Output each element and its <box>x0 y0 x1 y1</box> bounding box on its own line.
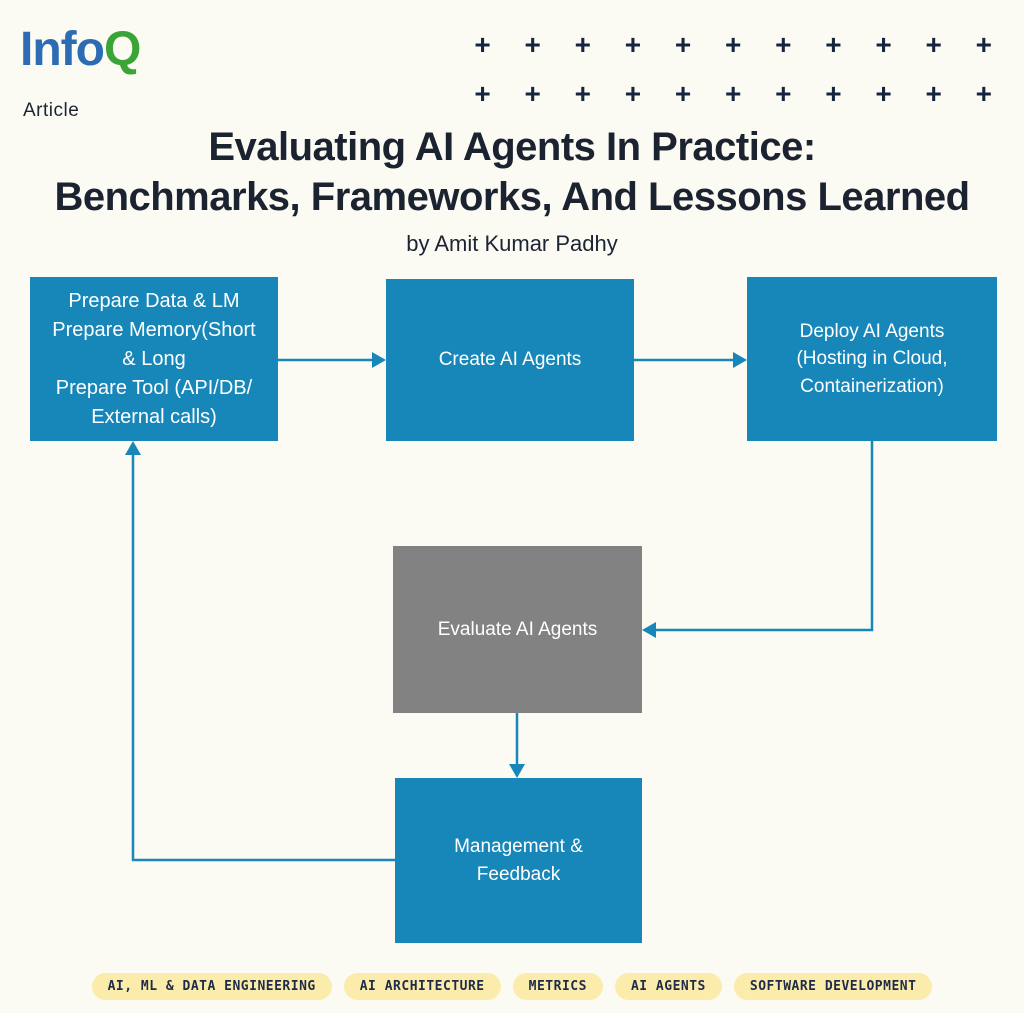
arrowhead-right-1 <box>372 352 386 368</box>
tag-ai-agents[interactable]: AI AGENTS <box>614 973 722 1000</box>
node-manage-label: Management & Feedback <box>454 835 583 885</box>
plus-row-1: + + + + + + + + + + + <box>474 29 992 60</box>
arrowhead-up <box>125 441 141 455</box>
node-evaluate-ai-agents: Evaluate AI Agents <box>393 546 642 713</box>
article-kicker: Article <box>23 100 80 121</box>
infoq-logo-info: Info <box>20 23 105 76</box>
plus-decoration: + + + + + + + + + + + + + + + + + + + + … <box>474 20 992 118</box>
arrowhead-down <box>509 764 525 778</box>
arrowhead-left <box>642 622 656 638</box>
plus-row-2: + + + + + + + + + + + <box>474 78 992 109</box>
node-prepare-label: Prepare Data & LM Prepare Memory(Short &… <box>52 289 256 428</box>
node-create-label: Create AI Agents <box>438 349 582 371</box>
author-byline: by Amit Kumar Padhy <box>406 231 618 256</box>
page-title-line2: Benchmarks, Frameworks, And Lessons Lear… <box>54 175 970 219</box>
infoq-logo[interactable]: InfoQ <box>20 23 141 76</box>
infoq-logo-q: Q <box>103 23 141 76</box>
topic-tags: AI, ML & DATA ENGINEERING AI ARCHITECTUR… <box>0 973 1024 1000</box>
node-deploy-label: Deploy AI Agents (Hosting in Cloud, Cont… <box>796 320 948 397</box>
node-create-ai-agents: Create AI Agents <box>386 279 634 441</box>
arrow-manage-to-prepare <box>131 455 395 862</box>
node-management-feedback: Management & Feedback <box>395 778 642 943</box>
arrowhead-right-2 <box>733 352 747 368</box>
tag-metrics[interactable]: METRICS <box>512 973 603 1000</box>
tag-ai-ml-data-engineering[interactable]: AI, ML & DATA ENGINEERING <box>91 973 332 1000</box>
node-deploy-ai-agents: Deploy AI Agents (Hosting in Cloud, Cont… <box>747 277 997 441</box>
tag-ai-architecture[interactable]: AI ARCHITECTURE <box>343 973 501 1000</box>
node-evaluate-label: Evaluate AI Agents <box>437 618 598 640</box>
tag-software-development[interactable]: SOFTWARE DEVELOPMENT <box>733 973 933 1000</box>
node-prepare-data: Prepare Data & LM Prepare Memory(Short &… <box>30 277 278 441</box>
page-title-line1: Evaluating AI Agents In Practice: <box>208 125 816 169</box>
arrow-deploy-to-evaluate <box>656 441 874 632</box>
